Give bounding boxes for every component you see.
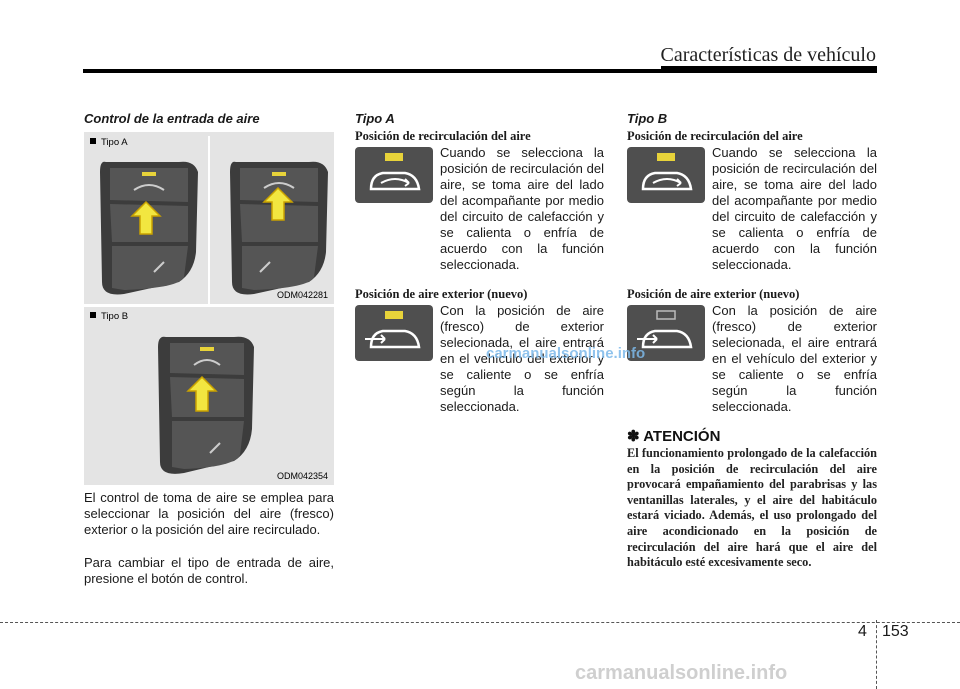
tipo-b-fresh-title: Posición de aire exterior (nuevo)	[627, 287, 800, 301]
section-title: Características de vehículo	[660, 44, 876, 66]
tipo-b-fresh-text: Con la posición de aire (fresco) de exte…	[712, 303, 877, 414]
attention-text: El funcionamiento prolongado de la calef…	[627, 446, 877, 570]
header-rule	[83, 69, 661, 73]
footer-divider	[876, 620, 877, 689]
tipo-a-fresh-text: Con la posición de aire (fresco) de exte…	[440, 303, 604, 414]
panel-divider	[208, 136, 210, 304]
tipo-a-fresh-title: Posición de aire exterior (nuevo)	[355, 287, 528, 301]
left-para-2: Para cambiar el tipo de entrada de aire,…	[84, 555, 334, 586]
footer-site[interactable]: carmanualsonline.info	[575, 662, 788, 684]
attention-heading: ✽ ATENCIÓN	[627, 427, 720, 445]
tipo-a-recirc-text: Cuando se selecciona la posición de reci…	[440, 145, 604, 272]
panel-a-code: ODM042281	[276, 290, 328, 300]
chapter-number: 4	[858, 623, 867, 640]
panel-b-code: ODM042354	[276, 471, 328, 481]
recirc-button-icon-b	[627, 147, 705, 203]
fresh-air-button-icon	[355, 305, 433, 361]
tipo-b-recirc-title: Posición de recirculación del aire	[627, 129, 803, 143]
panel-a-label: Tipo A	[90, 137, 128, 148]
tipo-b-heading: Tipo B	[627, 111, 668, 126]
footer-rule	[0, 622, 960, 623]
header-rule-thick	[661, 66, 877, 73]
recirc-button-icon	[355, 147, 433, 203]
page-number: 153	[882, 623, 909, 640]
tipo-a-recirc-title: Posición de recirculación del aire	[355, 129, 531, 143]
left-para-1: El control de toma de aire se emplea par…	[84, 490, 334, 537]
attention-icon: ✽	[627, 428, 640, 445]
watermark: carmanualsonline.info	[486, 345, 646, 362]
left-heading: Control de la entrada de aire	[84, 111, 260, 126]
attention-title: ATENCIÓN	[643, 428, 721, 445]
control-buttons-tipo-a	[100, 161, 328, 295]
figure-tipo-b: Tipo B ODM042354	[84, 307, 334, 485]
figure-tipo-a: Tipo A ODM042281	[84, 132, 334, 304]
fresh-air-button-icon-b	[627, 305, 705, 361]
control-button-tipo-b	[158, 336, 254, 474]
panel-b-label: Tipo B	[90, 311, 128, 322]
tipo-a-heading: Tipo A	[355, 111, 395, 126]
tipo-b-recirc-text: Cuando se selecciona la posición de reci…	[712, 145, 877, 272]
